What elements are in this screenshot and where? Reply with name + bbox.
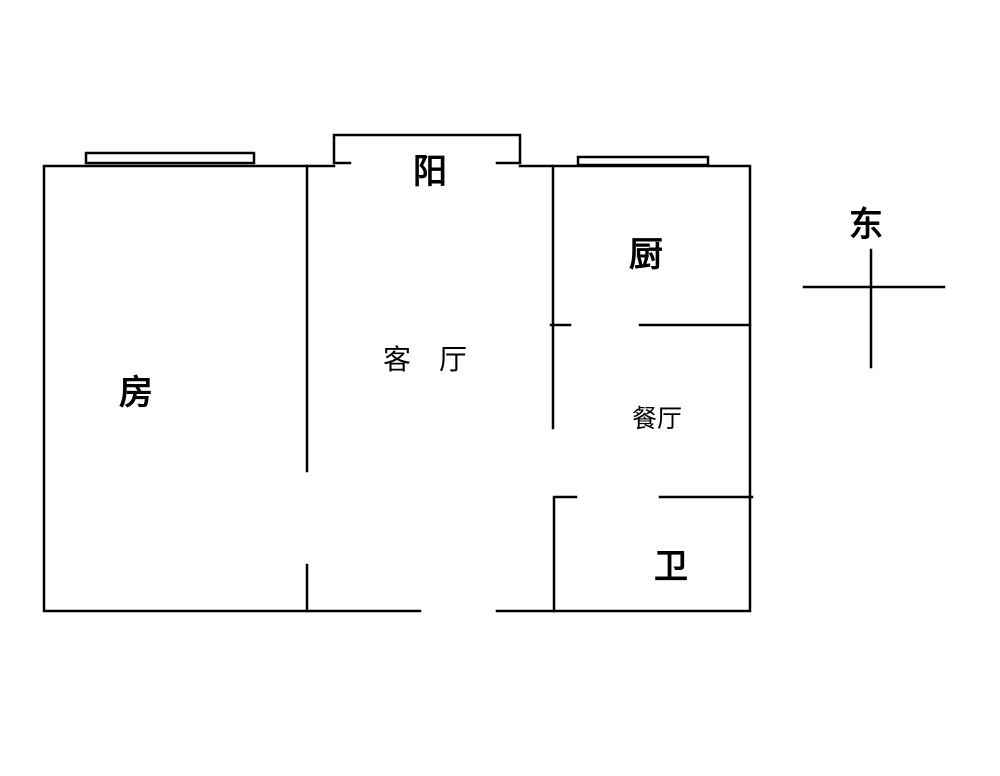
room-label-bedroom: 房: [119, 373, 153, 413]
room-label-bathroom: 卫: [654, 547, 688, 587]
room-label-living-room: 客 厅: [383, 343, 467, 376]
room-label-balcony: 阳: [413, 152, 447, 192]
compass: 东: [802, 205, 946, 369]
bathroom-wall-left: [552, 495, 578, 613]
room-label-dining-room: 餐厅: [632, 404, 682, 433]
windows: [84, 151, 710, 167]
bedroom-outer-wall: [42, 164, 422, 613]
compass-label-east: 东: [849, 205, 883, 245]
right-outer-wall: [495, 164, 752, 613]
bedroom-window: [84, 151, 256, 165]
balcony-wall: [332, 133, 522, 165]
kitchen-window: [576, 155, 710, 167]
room-label-kitchen: 厨: [629, 235, 663, 275]
